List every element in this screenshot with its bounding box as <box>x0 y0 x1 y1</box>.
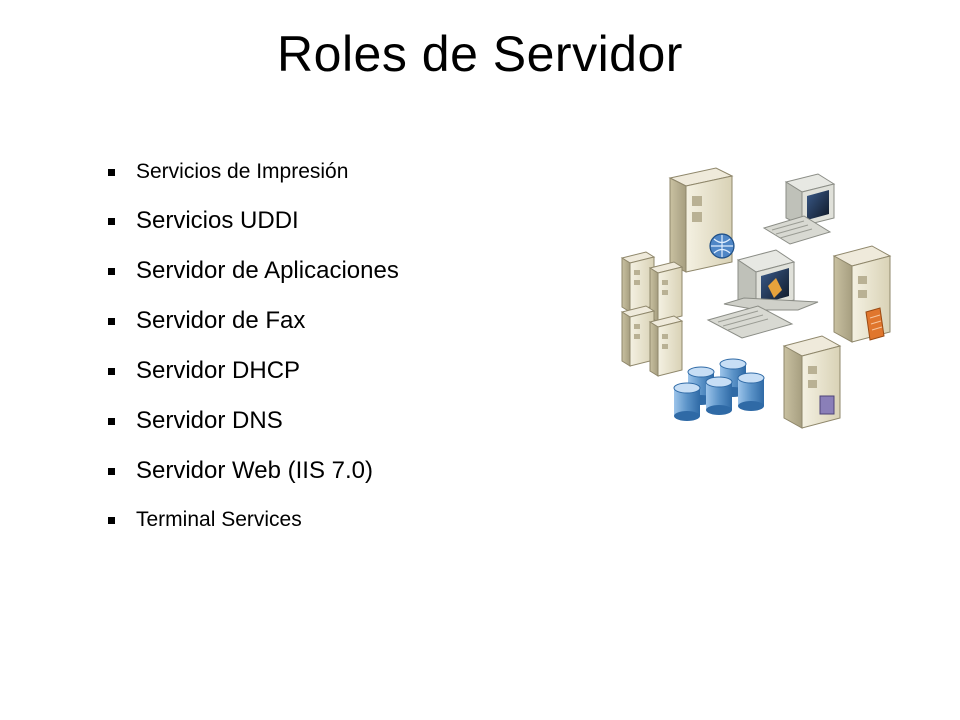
bullet-item-servidor-fax: Servidor de Fax <box>108 307 305 335</box>
bullet-label: Servicios de Impresión <box>136 160 349 183</box>
bullet-marker-icon <box>108 467 115 475</box>
admin-workstation-icon <box>706 249 819 339</box>
bullet-label: Servidor DNS <box>136 407 283 434</box>
bullet-item-servicios-uddi: Servicios UDDI <box>108 207 299 235</box>
bullet-label: Servicios UDDI <box>136 207 299 234</box>
bullet-marker-icon <box>108 367 115 375</box>
server-cluster-icon <box>620 251 684 377</box>
bullet-item-servidor-aplicaciones: Servidor de Aplicaciones <box>108 257 399 285</box>
web-server-icon <box>668 167 735 273</box>
fax-server-icon <box>832 245 892 343</box>
application-server-icon <box>782 335 842 429</box>
bullet-marker-icon <box>108 217 115 225</box>
bullet-marker-icon <box>108 267 115 275</box>
bullet-label: Servidor DHCP <box>136 357 301 384</box>
bullet-marker-icon <box>108 168 115 176</box>
bullet-item-terminal-services: Terminal Services <box>108 508 302 532</box>
bullet-label: Servidor de Fax <box>136 307 306 334</box>
database-cluster-icon <box>673 358 765 421</box>
bullet-marker-icon <box>108 317 115 325</box>
bullet-label: Servidor Web (IIS 7.0) <box>136 457 373 484</box>
server-network-illustration-icon <box>620 167 892 429</box>
bullet-item-servidor-dhcp: Servidor DHCP <box>108 357 300 385</box>
slide-title: Roles de Servidor <box>277 26 683 82</box>
bullet-label: Servidor de Aplicaciones <box>136 257 399 284</box>
bullet-item-servidor-dns: Servidor DNS <box>108 407 283 435</box>
workstation-monitor-icon <box>762 173 836 245</box>
bullet-marker-icon <box>108 516 115 524</box>
bullet-item-servicios-impresion: Servicios de Impresión <box>108 160 348 184</box>
bullet-marker-icon <box>108 417 115 425</box>
bullet-item-servidor-web: Servidor Web (IIS 7.0) <box>108 457 373 485</box>
bullet-label: Terminal Services <box>136 508 302 531</box>
